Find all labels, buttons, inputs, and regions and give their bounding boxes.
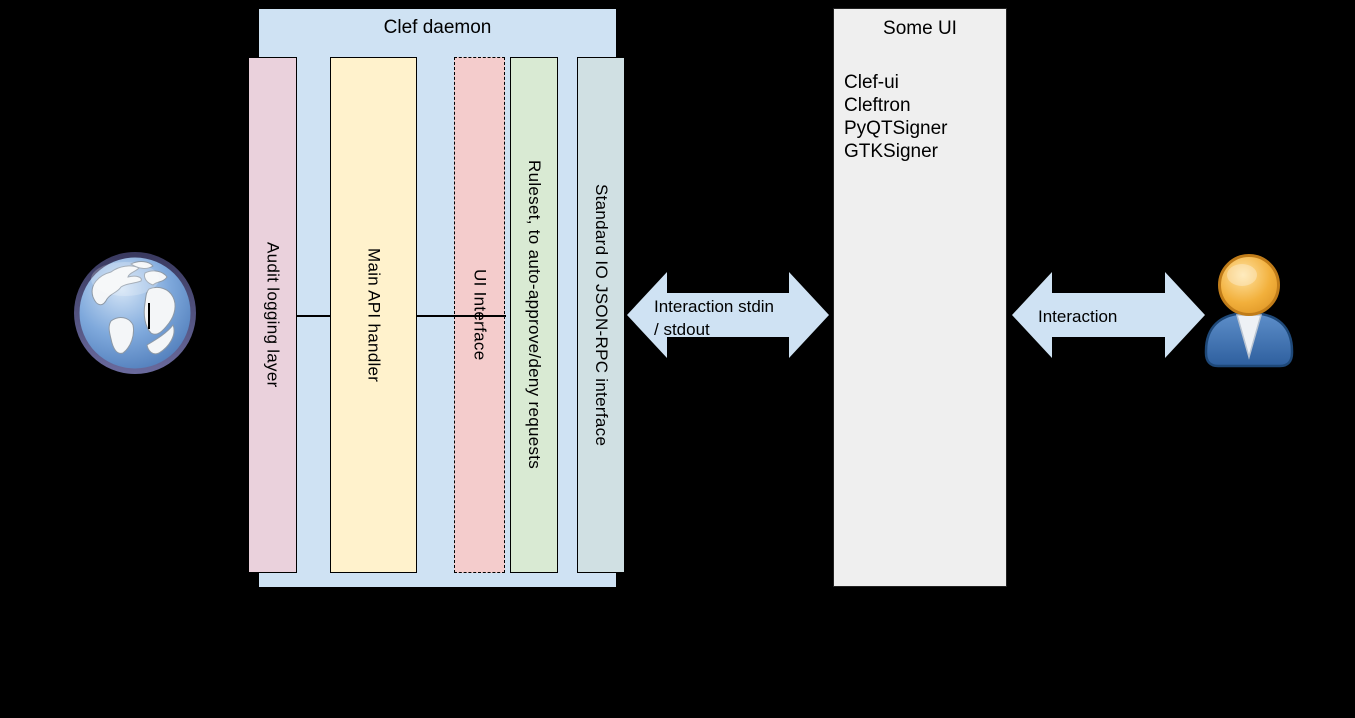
column-label: Standard IO JSON-RPC interface <box>592 183 611 447</box>
connector-line-audit-api <box>297 315 330 317</box>
some-ui-title: Some UI <box>883 18 957 39</box>
column-main-api-handler: Main API handler <box>330 57 417 573</box>
list-item: PyQTSigner <box>844 118 948 139</box>
arrow-interaction: Interaction <box>1012 272 1205 358</box>
column-audit-logging-layer: Audit logging layer <box>248 57 297 573</box>
clef-daemon-title: Clef daemon <box>383 17 492 38</box>
double-arrow-shape <box>627 272 829 358</box>
arrow-interaction-label: Interaction <box>1038 307 1118 326</box>
arrow-stdin-stdout: Interaction stdin / stdout <box>627 272 829 358</box>
globe-icon <box>73 251 197 375</box>
column-ruleset: Ruleset, to auto-approve/deny requests <box>510 57 558 573</box>
arrow-stdin-stdout-label: Interaction stdin / stdout <box>654 297 775 339</box>
column-label: Main API handler <box>364 247 384 383</box>
list-item: Cleftron <box>844 95 911 116</box>
column-label: Audit logging layer <box>263 242 283 388</box>
column-label: UI Interface <box>470 269 490 361</box>
connector-stub-line <box>148 303 150 329</box>
some-ui-list: Clef-ui Cleftron PyQTSigner GTKSigner <box>844 71 947 163</box>
list-item: GTKSigner <box>844 141 938 162</box>
double-arrow-shape <box>1012 272 1205 358</box>
user-icon <box>1202 254 1296 368</box>
column-label: Ruleset, to auto-approve/deny requests <box>525 160 544 470</box>
list-item: Clef-ui <box>844 72 899 93</box>
connector-line-api-ui <box>417 315 506 317</box>
some-ui-box: Some UI Clef-ui Cleftron PyQTSigner GTKS… <box>833 8 1007 587</box>
column-stdio-jsonrpc-interface: Standard IO JSON-RPC interface <box>577 57 625 573</box>
clef-daemon-box <box>258 8 617 588</box>
